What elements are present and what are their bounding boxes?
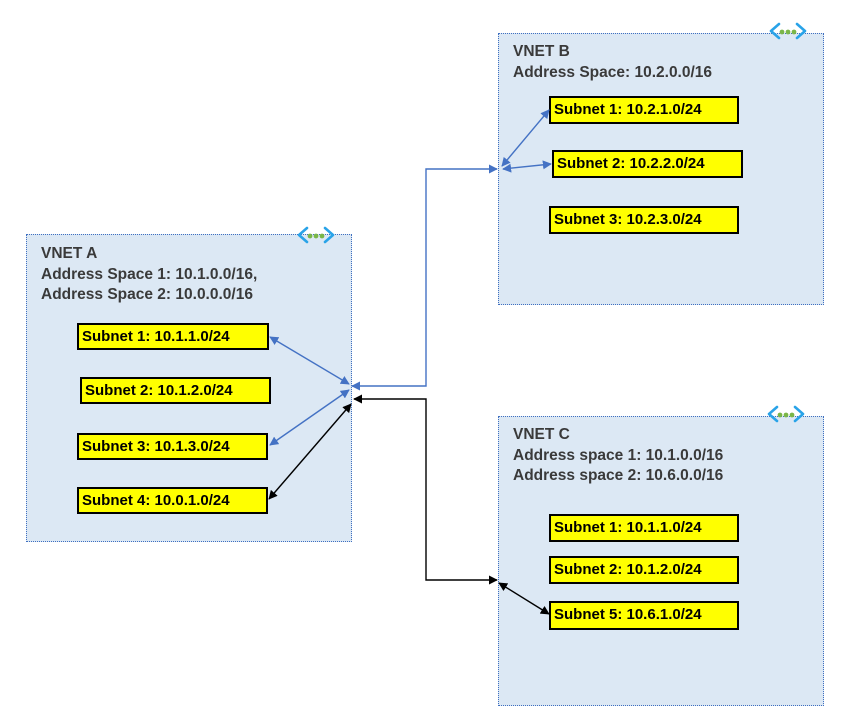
vnet-a-subnet-4[interactable]: Subnet 4: 10.0.1.0/24: [77, 487, 268, 514]
vnet-c-subnet-2[interactable]: Subnet 2: 10.1.2.0/24: [549, 556, 739, 584]
vnet-b-title: VNET B: [513, 43, 570, 60]
virtual-network-icon: [297, 226, 335, 244]
vnet-a-subnet-2[interactable]: Subnet 2: 10.1.2.0/24: [80, 377, 271, 404]
peering-line-a-c: [353, 394, 498, 585]
vnet-c-title: VNET C: [513, 426, 570, 443]
vnet-a-address-space-1: Address Space 1: 10.1.0.0/16,: [41, 266, 258, 283]
vnet-a-subnet-3[interactable]: Subnet 3: 10.1.3.0/24: [77, 433, 268, 460]
vnet-a-subnet-1[interactable]: Subnet 1: 10.1.1.0/24: [77, 323, 269, 350]
vnet-b-subnet-3[interactable]: Subnet 3: 10.2.3.0/24: [549, 206, 739, 234]
vnet-b-subnet-1[interactable]: Subnet 1: 10.2.1.0/24: [549, 96, 739, 124]
vnet-c-address-space-2: Address space 2: 10.6.0.0/16: [513, 467, 724, 484]
virtual-network-icon: [769, 22, 807, 40]
vnet-c-subnet-1[interactable]: Subnet 1: 10.1.1.0/24: [549, 514, 739, 542]
peering-line-a-b: [351, 164, 498, 391]
vnet-b-subnet-2[interactable]: Subnet 2: 10.2.2.0/24: [552, 150, 743, 178]
vnet-a-address-space-2: Address Space 2: 10.0.0.0/16: [41, 286, 253, 303]
vnet-a-title: VNET A: [41, 245, 98, 262]
vnet-c-subnet-5[interactable]: Subnet 5: 10.6.1.0/24: [549, 601, 739, 630]
virtual-network-icon: [767, 405, 805, 423]
vnet-b-address-space: Address Space: 10.2.0.0/16: [513, 64, 713, 81]
vnet-c-address-space-1: Address space 1: 10.1.0.0/16: [513, 447, 724, 464]
